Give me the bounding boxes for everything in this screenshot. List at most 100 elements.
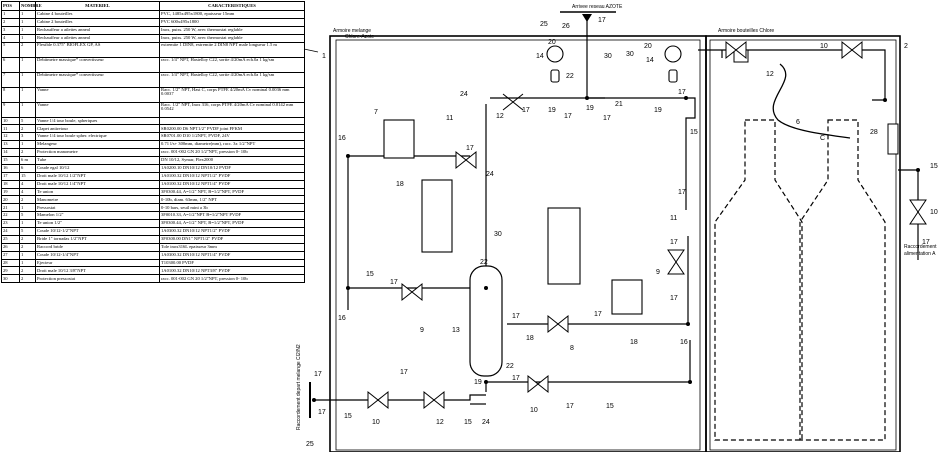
callout-17-q: 17 bbox=[318, 409, 326, 416]
callout-10-a: 10 bbox=[820, 43, 828, 50]
callout-24-c: 24 bbox=[482, 419, 490, 426]
callout-17-p: 17 bbox=[314, 371, 322, 378]
callout-17-e: 17 bbox=[678, 89, 686, 96]
cabinet-left-title-2: Chlore-Azote bbox=[345, 34, 374, 40]
flowmeter-c bbox=[611, 279, 643, 315]
callout-10-b: 10 bbox=[930, 209, 938, 216]
callout-22-c: 22 bbox=[506, 363, 514, 370]
callout-17-g: 17 bbox=[678, 189, 686, 196]
callout-16-c: 16 bbox=[680, 339, 688, 346]
gauge-20-left bbox=[546, 45, 564, 63]
callout-6: 6 bbox=[796, 119, 800, 126]
inlet-arrow-icon bbox=[582, 14, 592, 22]
left-vertical-label: Raccordement depart melange CI2/N2 bbox=[296, 344, 302, 430]
callout-12-c: 12 bbox=[436, 419, 444, 426]
protection-14-left bbox=[550, 69, 560, 83]
callout-20-a: 20 bbox=[548, 39, 556, 46]
callout-12-a: 12 bbox=[766, 71, 774, 78]
right-connection-1: Raccordement bbox=[904, 244, 937, 250]
callout-30-c: 30 bbox=[494, 231, 502, 238]
callout-8: 8 bbox=[570, 345, 574, 352]
callout-17-o: 17 bbox=[400, 369, 408, 376]
cell-materiel: Vanne bbox=[35, 101, 160, 118]
callout-17-r: 17 bbox=[922, 239, 930, 246]
cabinet-bottles bbox=[705, 35, 901, 452]
callout-25-b: 25 bbox=[306, 441, 314, 448]
callout-1: 1 bbox=[322, 53, 326, 60]
callout-17-a: 17 bbox=[598, 17, 606, 24]
callout-11-a: 11 bbox=[446, 115, 453, 122]
callout-18-a: 18 bbox=[396, 181, 404, 188]
callout-30-b: 30 bbox=[604, 53, 612, 60]
callout-25: 25 bbox=[540, 21, 548, 28]
callout-19-c: 19 bbox=[654, 107, 662, 114]
flowmeter-a bbox=[421, 179, 453, 253]
callout-14-a: 14 bbox=[536, 53, 544, 60]
callout-24-a: 24 bbox=[460, 91, 468, 98]
callout-10-c: 10 bbox=[530, 407, 538, 414]
callout-30-a: 30 bbox=[626, 51, 634, 58]
callout-17-b: 17 bbox=[522, 107, 530, 114]
callout-24-b: 24 bbox=[486, 171, 494, 178]
callout-18-c: 18 bbox=[630, 339, 638, 346]
flowmeter-b bbox=[547, 207, 581, 285]
callout-15-d: 15 bbox=[606, 403, 614, 410]
top-arrival-label: Arrivee reseau AZOTE bbox=[572, 4, 623, 10]
mixer-vessel bbox=[469, 265, 503, 377]
callout-14-b: 14 bbox=[646, 57, 654, 64]
cylinder-2 bbox=[799, 119, 886, 441]
header-nombre: NOMBRE bbox=[19, 1, 42, 11]
callout-15-b: 15 bbox=[690, 129, 698, 136]
cell-caracteristiques: Racc. 1/2" NPT, Inox 316, corps PTFE 4/2… bbox=[159, 101, 305, 118]
callout-17-h: 17 bbox=[670, 239, 678, 246]
callout-17-d: 17 bbox=[564, 113, 572, 120]
callout-9-a: 9 bbox=[656, 269, 660, 276]
flexible-hose bbox=[772, 63, 851, 139]
callout-17-k: 17 bbox=[512, 313, 520, 320]
callout-17-i: 17 bbox=[670, 295, 678, 302]
flowmeter-7 bbox=[383, 119, 415, 159]
cabinet-left-title-1: Armoire melange bbox=[333, 28, 371, 34]
cell-caracteristiques: racc. 001-002 GN 20 1/2"NPT, pression 0-… bbox=[159, 274, 305, 284]
callout-9-b: 9 bbox=[420, 327, 424, 334]
header-caracteristiques: CARACTERISTIQUES bbox=[159, 1, 305, 11]
callout-15-c: 15 bbox=[366, 271, 374, 278]
callout-19-a: 19 bbox=[548, 107, 556, 114]
callout-2: 2 bbox=[904, 43, 908, 50]
callout-12-b: 12 bbox=[496, 113, 504, 120]
callout-15-a: 15 bbox=[930, 163, 938, 170]
callout-18-b: 18 bbox=[526, 335, 534, 342]
parts-list-header: POS NOMBRE MATERIEL CARACTERISTIQUES bbox=[1, 1, 305, 11]
callout-26: 26 bbox=[562, 23, 570, 30]
callout-17-f: 17 bbox=[466, 145, 474, 152]
callout-17-l: 17 bbox=[594, 311, 602, 318]
callout-22-a: 22 bbox=[566, 73, 574, 80]
cylinder-1 bbox=[714, 119, 803, 441]
protection-14-right bbox=[668, 69, 678, 83]
callout-17-j: 17 bbox=[390, 279, 398, 286]
callout-17-n: 17 bbox=[566, 403, 574, 410]
right-connection-2: alimentation A bbox=[904, 251, 936, 257]
callout-11-b: 11 bbox=[670, 215, 677, 222]
callout-22-b: 22 bbox=[480, 259, 488, 266]
callout-7: 7 bbox=[374, 109, 378, 116]
callout-20-b: 20 bbox=[644, 43, 652, 50]
gauge-20-right bbox=[664, 45, 682, 63]
callout-c: C bbox=[820, 135, 825, 142]
callout-15-f: 15 bbox=[464, 419, 472, 426]
callout-15-e: 15 bbox=[344, 413, 352, 420]
callout-16-b: 16 bbox=[338, 315, 346, 322]
callout-16-a: 16 bbox=[338, 135, 346, 142]
callout-17-m: 17 bbox=[512, 375, 520, 382]
callout-21: 21 bbox=[615, 101, 623, 108]
callout-19-b: 19 bbox=[586, 105, 594, 112]
cabinet-right-title: Armoire bouteilles Chlore bbox=[718, 28, 774, 34]
callout-13: 13 bbox=[452, 327, 460, 334]
